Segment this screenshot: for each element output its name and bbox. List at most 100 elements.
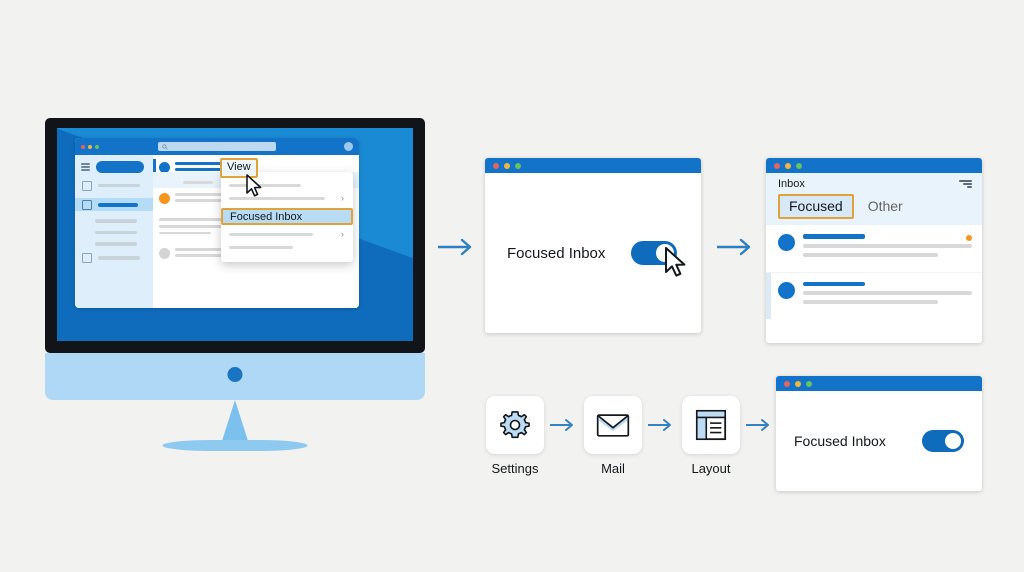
new-mail-button[interactable] <box>96 161 144 173</box>
step-mail[interactable]: Mail <box>583 396 643 476</box>
focused-inbox-toggle-window: Focused Inbox <box>485 158 701 333</box>
table-row[interactable] <box>766 271 982 319</box>
close-icon[interactable] <box>493 162 499 169</box>
avatar <box>159 193 170 205</box>
step-layout[interactable]: Layout <box>681 396 741 476</box>
mouse-cursor-icon <box>665 247 686 277</box>
layout-icon <box>695 409 727 441</box>
table-row[interactable] <box>766 225 982 272</box>
maximize-icon[interactable] <box>515 162 521 169</box>
tab-other[interactable]: Other <box>867 198 903 214</box>
search-input[interactable] <box>158 142 276 151</box>
search-icon <box>162 143 168 150</box>
sidebar-item-label <box>98 256 140 260</box>
inbox-result-window: Inbox Focused Other <box>766 158 982 343</box>
message-subject <box>175 248 225 252</box>
page-title: Inbox <box>778 178 805 190</box>
list-item[interactable] <box>153 186 238 212</box>
filter-icon[interactable] <box>959 180 972 188</box>
minimize-icon[interactable] <box>504 162 510 169</box>
step-arrow-3 <box>741 396 779 454</box>
menubar-item-placeholder[interactable] <box>183 181 213 184</box>
sidebar-subitem[interactable] <box>95 230 137 234</box>
focused-inbox-label: Focused Inbox <box>794 433 886 449</box>
maximize-icon[interactable] <box>796 162 802 169</box>
list-item[interactable] <box>153 212 238 235</box>
menu-item[interactable] <box>221 241 353 254</box>
minimize-icon[interactable] <box>88 144 92 149</box>
step-label: Layout <box>691 461 731 476</box>
sidebar-subitem[interactable] <box>95 242 137 246</box>
maximize-icon[interactable] <box>806 380 812 387</box>
step-arrow-1 <box>545 396 583 454</box>
close-icon[interactable] <box>774 162 780 169</box>
step-label: Settings <box>491 461 539 476</box>
folder-icon <box>82 180 92 191</box>
message-preview <box>175 254 233 257</box>
flow-arrow-icon <box>648 419 671 431</box>
view-dropdown-menu: › Focused Inbox › <box>221 172 353 262</box>
menu-item-label <box>229 245 293 250</box>
sidebar-item-label <box>98 183 140 188</box>
note-icon <box>82 253 92 263</box>
sidebar-item-inbox[interactable] <box>75 198 153 211</box>
sidebar-header <box>75 161 153 173</box>
minimize-icon[interactable] <box>785 162 791 169</box>
focused-inbox-toggle[interactable] <box>922 430 964 452</box>
envelope-icon <box>596 414 630 437</box>
tab-focused[interactable]: Focused <box>778 194 854 219</box>
monitor-bezel: View › Focused Inbox › <box>45 118 425 353</box>
inbox-message-list <box>766 225 982 319</box>
menu-item[interactable]: › <box>221 228 353 241</box>
menu-item[interactable]: › <box>221 192 353 205</box>
flow-arrow-2 <box>717 238 751 256</box>
focused-inbox-result-window: Focused Inbox <box>776 376 982 491</box>
flow-arrow-icon <box>550 419 573 431</box>
focused-inbox-label: Focused Inbox <box>507 244 606 262</box>
menu-item[interactable] <box>221 179 353 192</box>
message-preview <box>803 252 939 257</box>
monitor-chin <box>45 353 425 400</box>
hamburger-icon[interactable] <box>81 162 90 173</box>
app-sidebar <box>75 155 153 308</box>
sidebar-item-drafts[interactable] <box>75 252 153 265</box>
monitor-stand-neck <box>221 400 249 444</box>
menu-item-focused-inbox[interactable]: Focused Inbox <box>221 208 353 225</box>
message-preview <box>159 231 211 235</box>
mouse-cursor-icon <box>246 174 262 197</box>
menu-item-label <box>229 183 301 188</box>
menu-item-view[interactable]: View <box>220 158 258 178</box>
message-subject <box>803 234 865 239</box>
monitor-screen: View › Focused Inbox › <box>57 128 413 341</box>
close-icon[interactable] <box>784 380 790 387</box>
menu-item-label <box>229 232 313 237</box>
avatar[interactable] <box>344 142 353 151</box>
list-item[interactable] <box>153 238 238 267</box>
sidebar-item-folder[interactable] <box>75 179 153 192</box>
message-preview <box>159 217 233 221</box>
inbox-title-row: Inbox <box>778 178 972 190</box>
step-label: Mail <box>601 461 625 476</box>
monitor-illustration: View › Focused Inbox › <box>45 118 425 451</box>
minimize-icon[interactable] <box>795 380 801 387</box>
chevron-right-icon: › <box>341 193 344 203</box>
message-subject <box>175 162 225 165</box>
envelope-icon <box>82 199 92 210</box>
layout-tile[interactable] <box>682 396 740 454</box>
inbox-header: Inbox Focused Other <box>766 173 982 225</box>
sidebar-subitem[interactable] <box>95 219 137 223</box>
app-titlebar <box>75 138 359 155</box>
message-subject <box>803 281 865 286</box>
step-settings[interactable]: Settings <box>485 396 545 476</box>
gear-icon <box>500 411 530 439</box>
close-icon[interactable] <box>81 144 85 149</box>
window-titlebar <box>766 158 982 173</box>
chevron-right-icon: › <box>341 229 344 239</box>
message-subject <box>175 193 225 197</box>
maximize-icon[interactable] <box>95 144 99 149</box>
settings-tile[interactable] <box>486 396 544 454</box>
avatar <box>778 281 795 299</box>
message-preview <box>803 300 939 304</box>
settings-path-steps: Settings Mail <box>485 396 779 476</box>
mail-tile[interactable] <box>584 396 642 454</box>
